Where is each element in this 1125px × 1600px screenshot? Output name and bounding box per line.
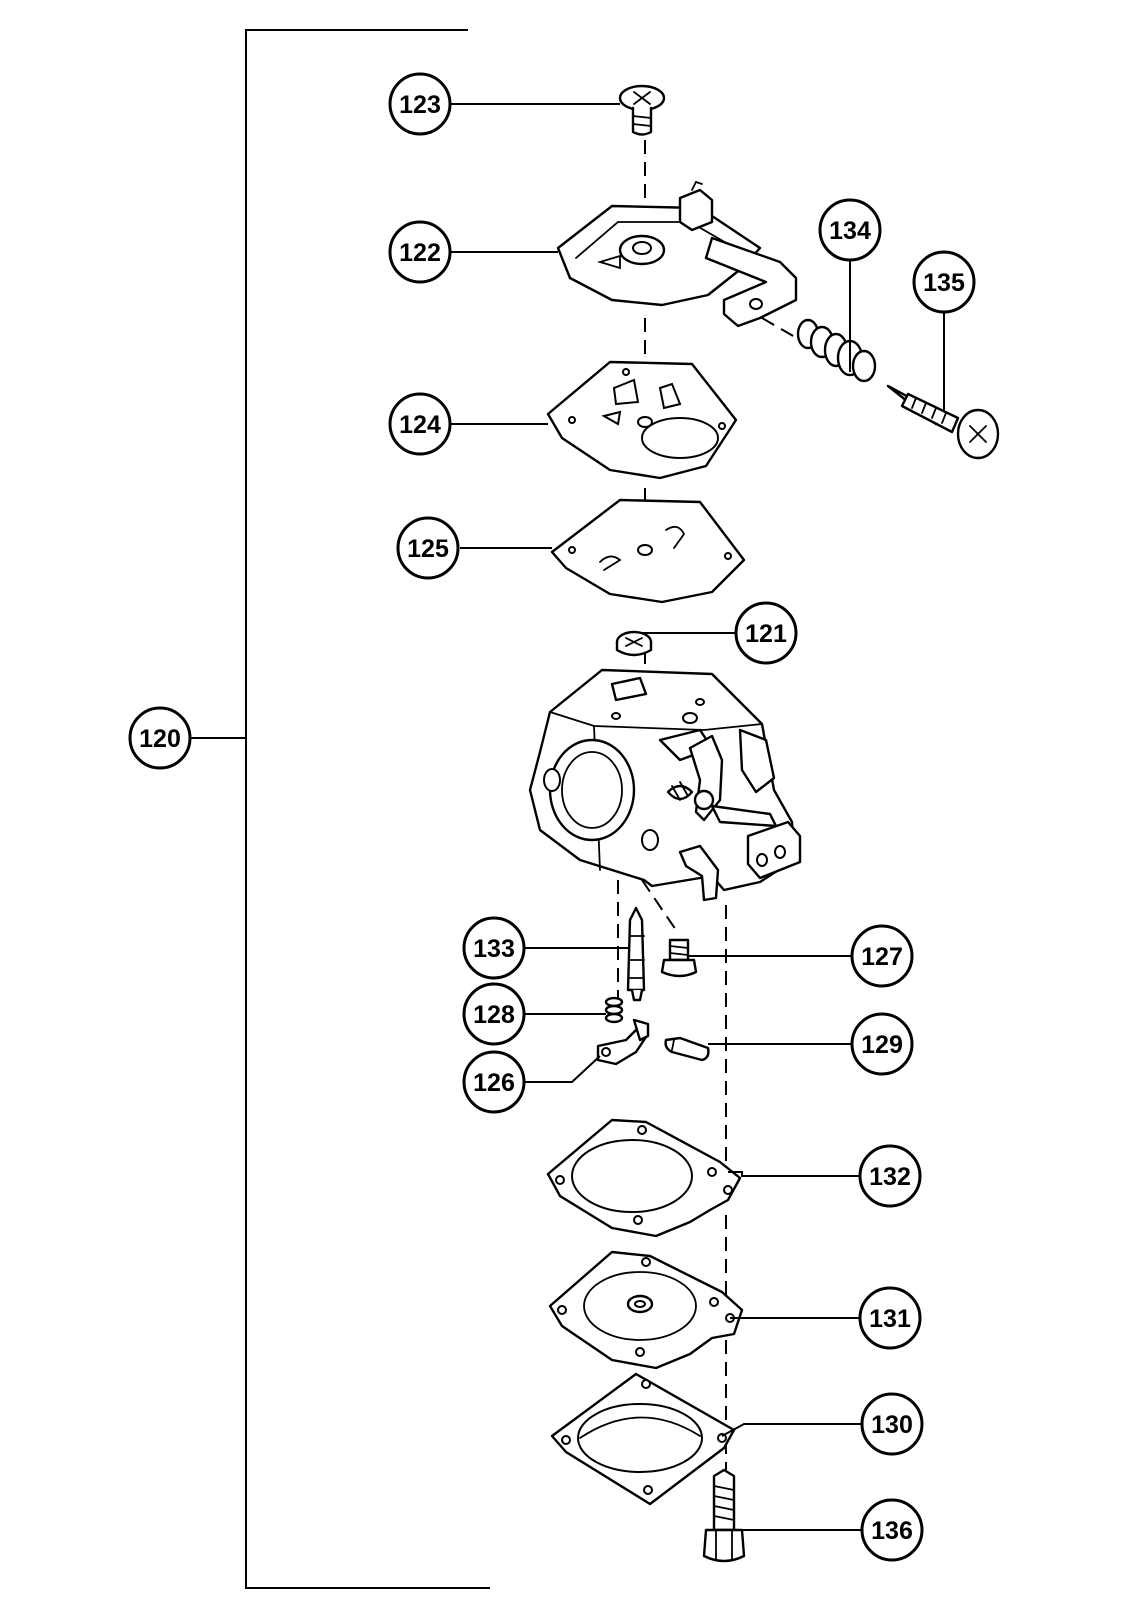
part-123-screw (618, 84, 666, 136)
callout-122: 122 (388, 220, 452, 284)
part-124-gasket (546, 360, 738, 480)
callout-134: 134 (818, 198, 882, 262)
svg-text:123: 123 (399, 91, 441, 119)
svg-text:132: 132 (869, 1163, 911, 1191)
part-121-filter-screen (615, 630, 653, 657)
callout-124: 124 (388, 392, 452, 456)
part-122-pump-cover (556, 180, 798, 328)
assembly-bracket (190, 29, 490, 1589)
part-135-screw (886, 384, 1000, 460)
svg-text:125: 125 (407, 535, 449, 563)
svg-text:124: 124 (399, 411, 441, 439)
svg-text:126: 126 (473, 1069, 515, 1097)
part-126-lever (596, 1018, 650, 1066)
callout-127: 127 (850, 924, 914, 988)
callout-133: 133 (462, 916, 526, 980)
callout-123: 123 (388, 72, 452, 136)
carburetor-body (528, 668, 802, 902)
svg-text:121: 121 (745, 620, 787, 648)
svg-text:131: 131 (869, 1305, 911, 1333)
svg-text:133: 133 (473, 935, 515, 963)
svg-text:129: 129 (861, 1031, 903, 1059)
svg-text:127: 127 (861, 943, 903, 971)
part-133-needle (626, 906, 646, 1002)
svg-text:130: 130 (871, 1411, 913, 1439)
callout-129: 129 (850, 1012, 914, 1076)
leader-lines (450, 103, 945, 1531)
svg-text:120: 120 (139, 725, 181, 753)
part-128-spring (604, 996, 624, 1024)
svg-text:135: 135 (923, 269, 965, 297)
callout-125: 125 (396, 516, 460, 580)
svg-text:136: 136 (871, 1517, 913, 1545)
svg-text:122: 122 (399, 239, 441, 267)
part-131-diaphragm (548, 1250, 744, 1370)
callout-130: 130 (860, 1392, 924, 1456)
callout-126: 126 (462, 1050, 526, 1114)
part-127-screw (660, 938, 698, 978)
part-136-screw (702, 1468, 746, 1563)
callout-121: 121 (734, 601, 798, 665)
part-132-gasket (546, 1118, 742, 1238)
callout-135: 135 (912, 250, 976, 314)
callout-128: 128 (462, 982, 526, 1046)
callout-136: 136 (860, 1498, 924, 1562)
svg-text:134: 134 (829, 217, 871, 245)
callout-131: 131 (858, 1286, 922, 1350)
part-134-spring (796, 318, 877, 383)
part-125-diaphragm (550, 498, 746, 604)
part-130-cover (550, 1372, 736, 1506)
callout-120: 120 (128, 706, 192, 770)
callout-132: 132 (858, 1144, 922, 1208)
svg-text:128: 128 (473, 1001, 515, 1029)
part-129-pin (664, 1036, 710, 1062)
